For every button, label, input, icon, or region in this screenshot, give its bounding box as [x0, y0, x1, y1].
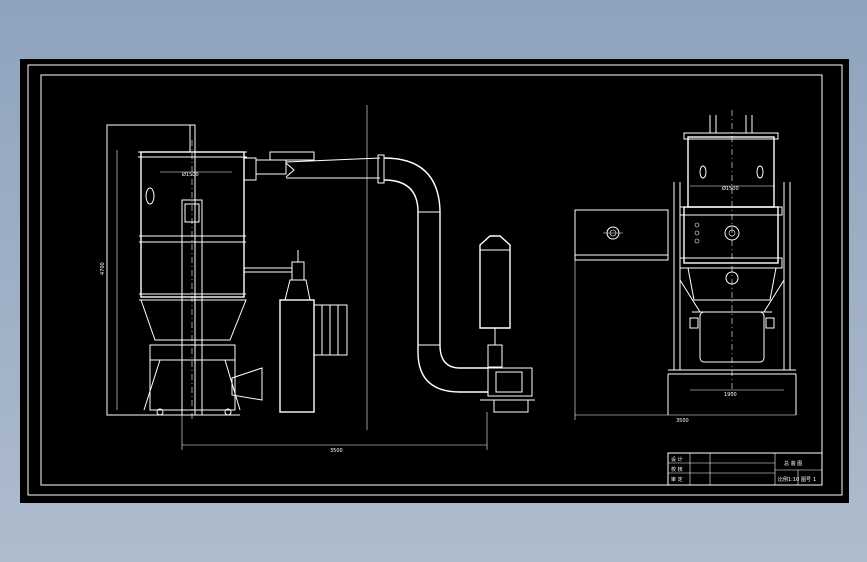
filter-tower [479, 235, 511, 329]
sheet-value: 1 [813, 477, 816, 483]
title-row-approver: 审 定 [671, 476, 683, 483]
fan-motor [487, 367, 533, 397]
back-panel [106, 124, 196, 416]
drawing-name: 总 装 图 [784, 460, 802, 467]
heater-box [279, 299, 315, 413]
width-dimension: 3500 [330, 448, 343, 454]
side-diameter-dimension: Ø1500 [722, 185, 739, 192]
sight-window [145, 187, 155, 205]
support-frame [149, 344, 236, 411]
front-view: 4700 3500 Ø1500 [100, 105, 535, 454]
side-outer-width-dimension: 3500 [676, 418, 689, 424]
drawing-sheet [20, 59, 849, 503]
diameter-dimension: Ø1500 [182, 171, 199, 178]
outer-border [27, 64, 843, 496]
side-view: Ø1500 1900 3500 [574, 110, 797, 424]
inner-border [40, 74, 823, 486]
scale-value: 1:10 [788, 477, 799, 483]
sheet-label: 图号 [801, 477, 811, 483]
return-duct [383, 157, 488, 369]
height-dimension: 4700 [100, 262, 106, 275]
cone-bottom [140, 299, 247, 341]
title-row-checker: 校 核 [671, 466, 683, 473]
side-inner-width-dimension: 1900 [724, 392, 737, 398]
scale-label: 比例 [778, 476, 788, 483]
title-block: 设 计 校 核 审 定 总 装 图 比例 1:10 图号 1 [667, 452, 823, 486]
title-row-designer: 设 计 [671, 456, 683, 463]
side-panel [574, 209, 669, 261]
